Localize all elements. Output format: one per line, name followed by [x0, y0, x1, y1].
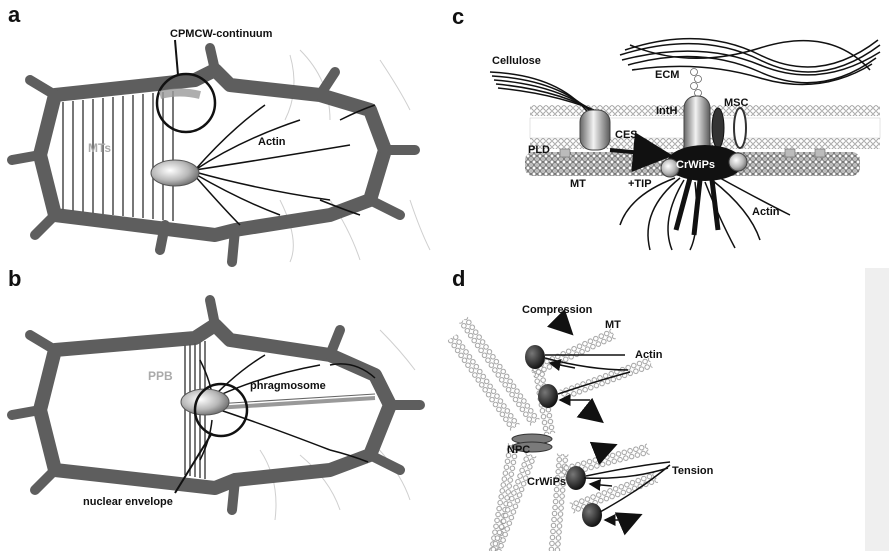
- label-actin-a: Actin: [258, 136, 286, 148]
- panel-a-microtubules: [63, 91, 173, 221]
- label-pld: PLD: [528, 144, 550, 156]
- panel-a: a: [8, 2, 430, 262]
- nucleus-b: [181, 389, 229, 415]
- msc-channel-2: [734, 108, 746, 148]
- panel-b: b: [8, 266, 420, 520]
- label-crwips-d: CrWiPs: [527, 476, 566, 488]
- label-tip: +TIP: [628, 178, 652, 190]
- continuum-pointer: [175, 40, 178, 75]
- label-ces: CES: [615, 129, 638, 141]
- panel-c: c: [452, 4, 880, 250]
- label-actin-d: Actin: [635, 349, 663, 361]
- label-tension: Tension: [672, 465, 714, 477]
- cellulose-synthase: [580, 110, 610, 150]
- grey-side-panel: [865, 268, 889, 551]
- panel-a-wisps: [280, 50, 430, 262]
- label-nuclear-envelope: nuclear envelope: [83, 496, 173, 508]
- label-phragmosome: phragmosome: [250, 380, 326, 392]
- label-mt-c: MT: [570, 178, 586, 190]
- label-ecm: ECM: [655, 69, 679, 81]
- ecm-linker: [691, 69, 702, 97]
- label-compression: Compression: [522, 304, 593, 316]
- msc-channel-1: [712, 108, 724, 148]
- crwip-d2: [538, 384, 558, 408]
- nuclear-envelope-bilayers: [447, 317, 658, 551]
- label-npc: NPC: [507, 444, 530, 456]
- panel-a-letter: a: [8, 2, 21, 27]
- label-ppb: PPB: [148, 369, 173, 383]
- panel-d-letter: d: [452, 266, 465, 291]
- panel-d: d: [447, 266, 889, 551]
- crwip-d3: [566, 466, 586, 490]
- label-msc: MSC: [724, 97, 749, 109]
- label-cellulose: Cellulose: [492, 55, 541, 67]
- nucleus-a: [151, 160, 199, 186]
- panel-c-letter: c: [452, 4, 464, 29]
- label-cpmcw-continuum: CPMCW-continuum: [170, 28, 273, 40]
- crwip-d1: [525, 345, 545, 369]
- label-crwips-c: CrWiPs: [676, 159, 715, 171]
- label-actin-c: Actin: [752, 206, 780, 218]
- panel-b-letter: b: [8, 266, 21, 291]
- label-inth: IntH: [656, 105, 677, 117]
- crwip-d4: [582, 503, 602, 527]
- label-mts: MTs: [88, 141, 111, 155]
- label-mt-d: MT: [605, 319, 621, 331]
